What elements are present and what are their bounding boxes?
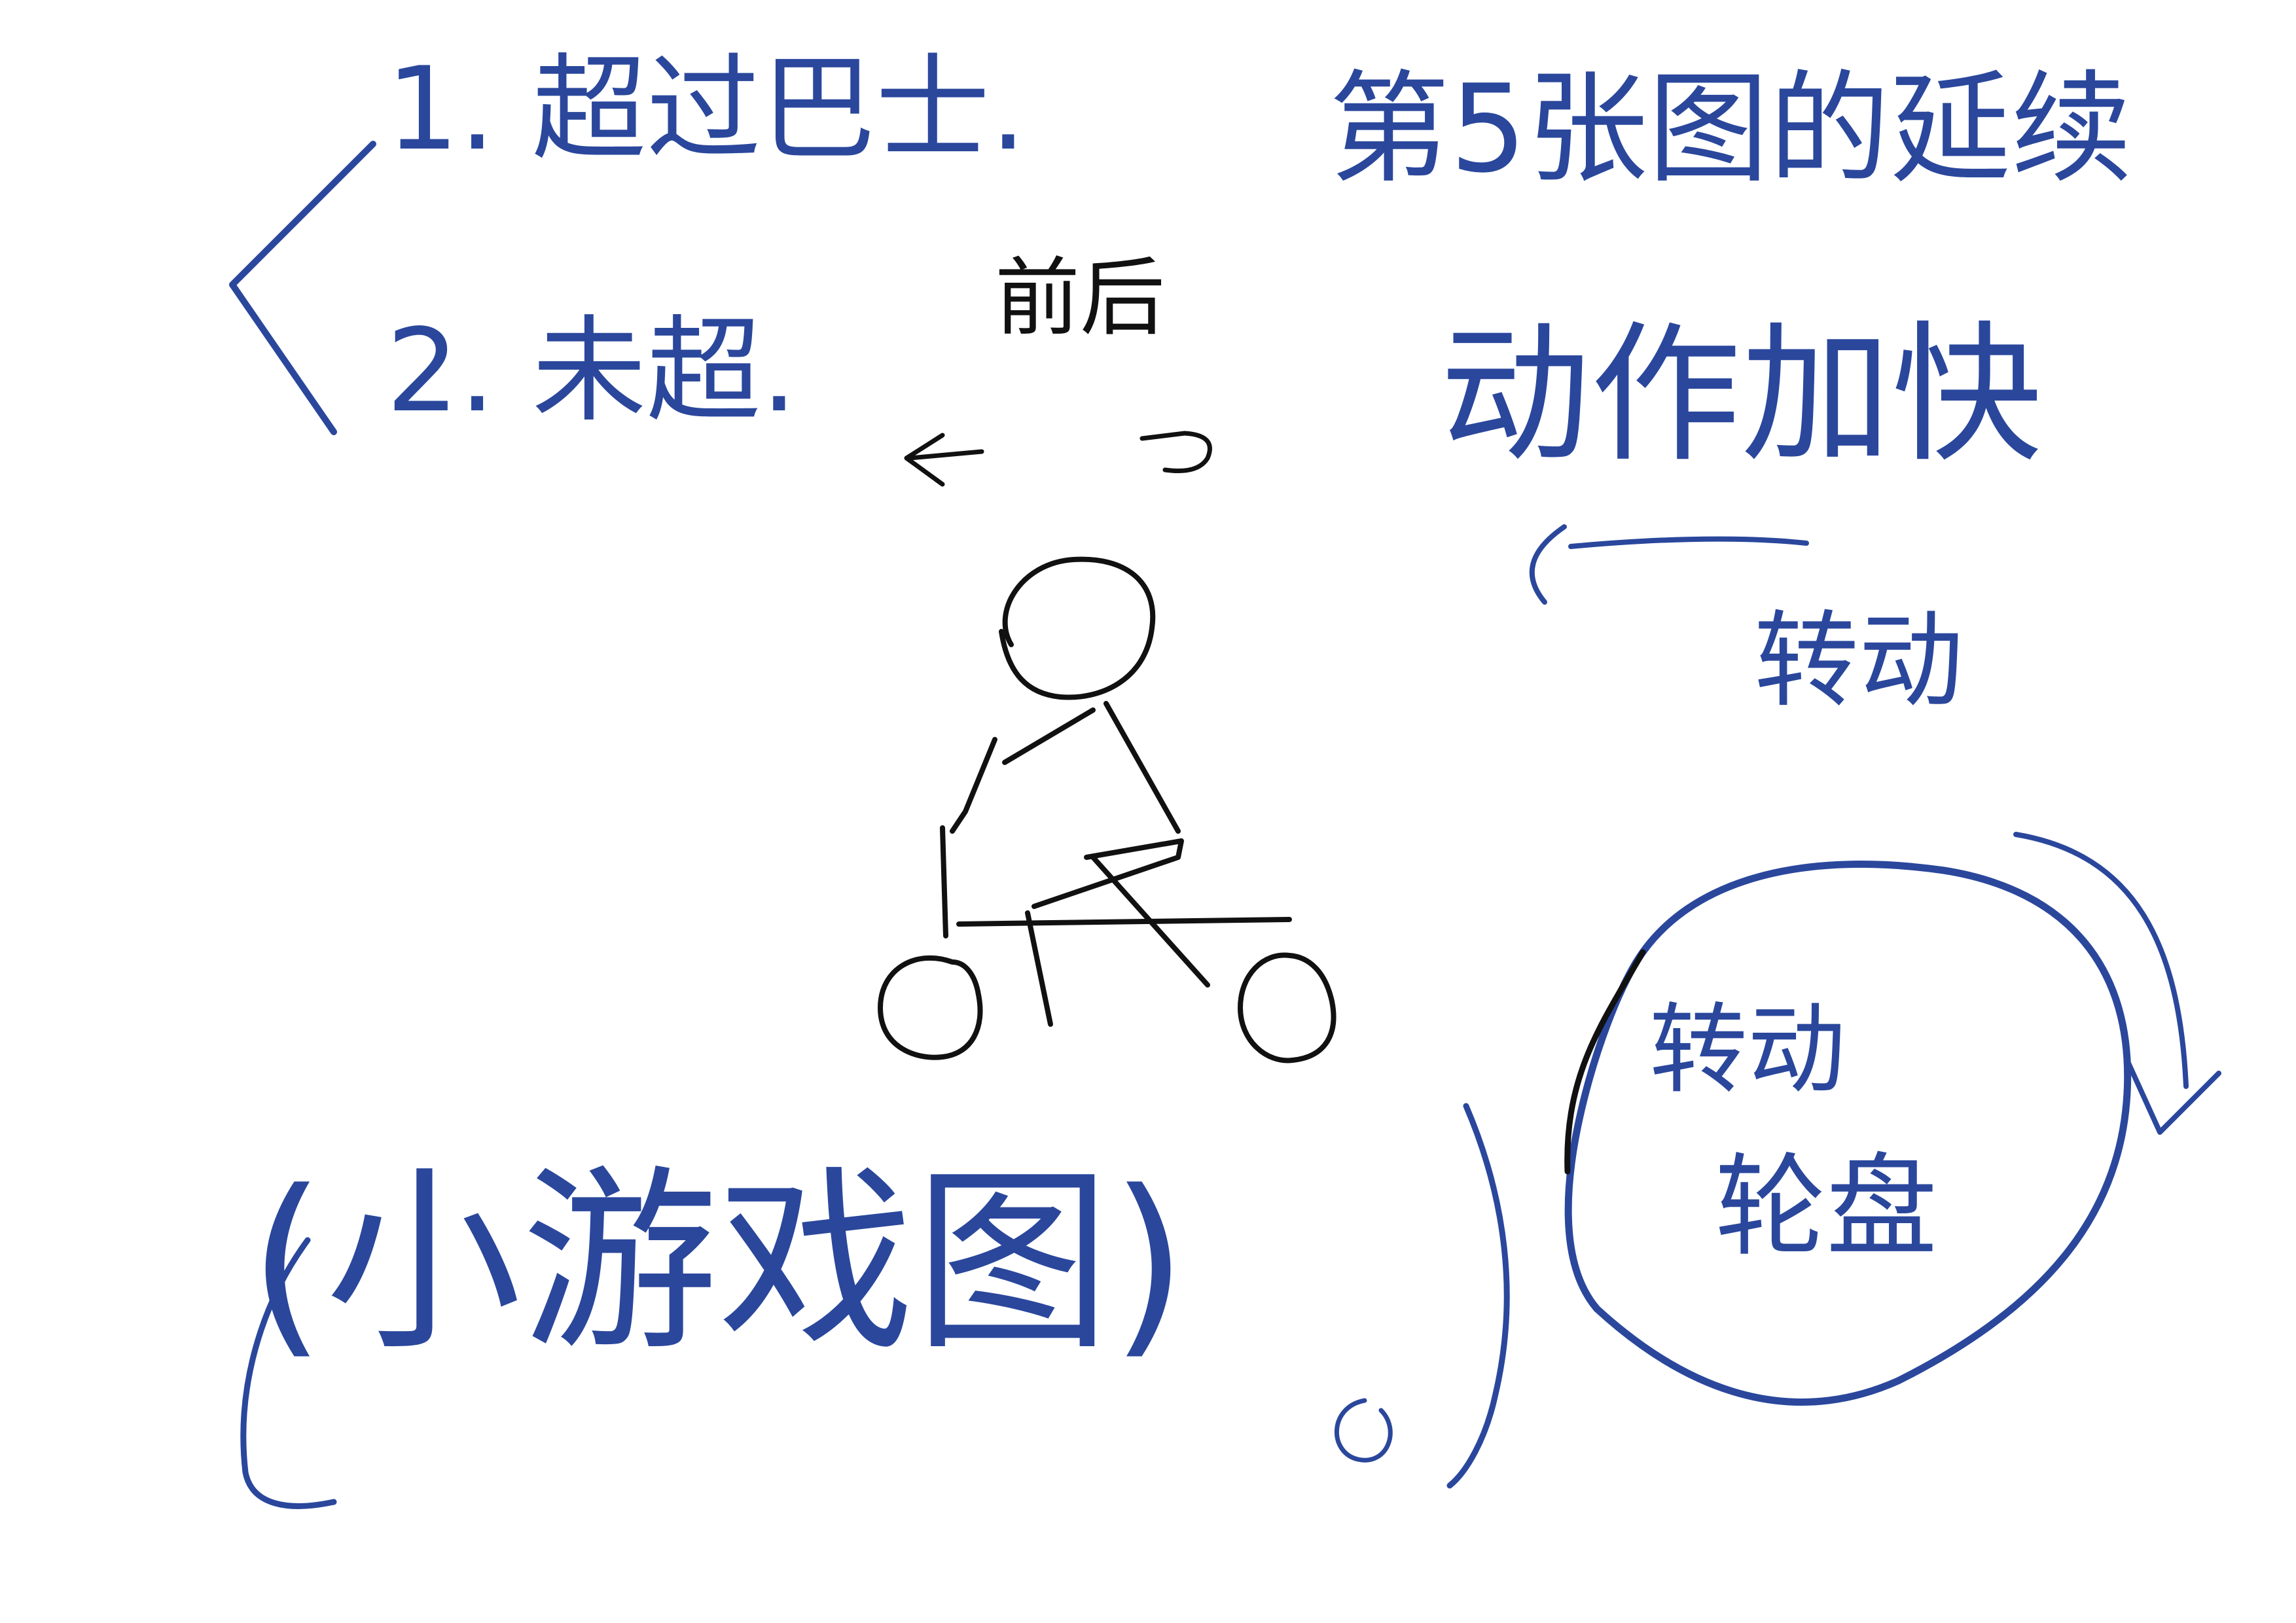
paren-right xyxy=(1446,1103,1510,1489)
rotation-arrow xyxy=(2013,832,2221,1135)
speedup-arrow xyxy=(1529,524,1809,605)
rotate-label-upper: 转动 xyxy=(1754,599,1964,722)
rider-thigh xyxy=(1031,838,1184,909)
rider-arm xyxy=(1002,707,1096,765)
option-2-not-overtake: 2. 未超. xyxy=(386,305,798,438)
options-bracket xyxy=(229,141,376,435)
wheel-inner-stroke xyxy=(1564,949,1646,1175)
front-back-label: 前后 xyxy=(995,248,1166,348)
rider-head xyxy=(999,556,1156,700)
paren-left xyxy=(240,1237,337,1509)
action-faster-label: 动作加快 xyxy=(1440,308,2043,483)
bike-wheel-front xyxy=(1238,952,1336,1063)
dot-circle xyxy=(1335,1398,1393,1463)
back-arrow xyxy=(904,433,984,487)
bike-frame xyxy=(956,917,1292,927)
bicycle xyxy=(878,917,1336,1063)
rider-back xyxy=(950,737,997,834)
rider-torso xyxy=(1103,701,1181,834)
rider-figure xyxy=(940,556,1210,1027)
wheel-circle xyxy=(1564,861,2132,1406)
rider-hand xyxy=(940,825,948,938)
forward-arrow xyxy=(1139,431,1212,474)
mini-game-label: (小游戏图) xyxy=(249,1149,1188,1377)
bike-wheel-back xyxy=(878,955,983,1060)
rotate-label-wheel: 转动 xyxy=(1649,993,1846,1107)
rider-leg-back xyxy=(1025,910,1053,1027)
wheel-label: 轮盘 xyxy=(1715,1143,1938,1272)
option-1-overtake-bus: 1. 超过巴士. xyxy=(386,43,1027,176)
heading-continuation-of-image-5: 第5张图的延续 xyxy=(1329,58,2132,200)
